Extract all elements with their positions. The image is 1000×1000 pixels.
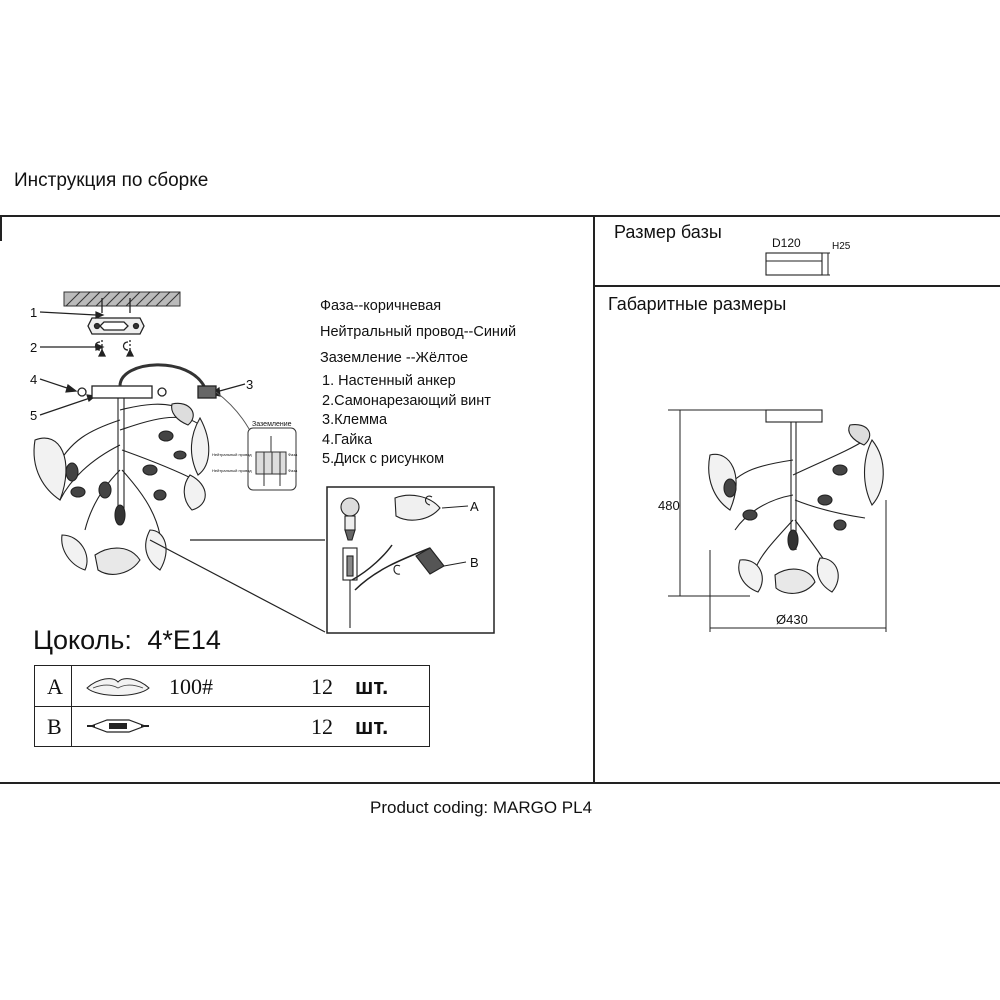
detail-guide-lines xyxy=(149,539,326,633)
table-row-a: A 100# 12 шт. xyxy=(35,666,429,707)
callout-3: 3 xyxy=(246,377,253,392)
chandelier-outline-drawing xyxy=(708,409,884,594)
detail-label-a: A xyxy=(470,499,479,514)
part-5: 5.Диск с рисунком xyxy=(322,451,445,467)
callout-lines xyxy=(39,311,246,416)
terminal-neutral-top: Нейтральный провод xyxy=(212,452,252,457)
table-letter-cell: B xyxy=(35,706,72,746)
terminal-neutral-bottom: Нейтральный провод xyxy=(212,468,252,473)
terminal-phase-bottom: Фаза xyxy=(288,468,298,473)
callout-4: 4 xyxy=(30,372,37,387)
product-coding: Product coding: MARGO PL4 xyxy=(370,798,593,817)
detail-drawing xyxy=(340,494,469,628)
socket-label: Цоколь: xyxy=(33,625,132,655)
wiring-legend: Фаза--коричневая Нейтральный провод--Син… xyxy=(320,293,516,371)
base-height: H25 xyxy=(832,241,851,252)
terminal-ground-label: Заземление xyxy=(252,421,292,428)
dim-height-label: 480 xyxy=(658,498,680,513)
frame-divider-horizontal xyxy=(593,285,1000,287)
frame-left-tick xyxy=(0,215,2,241)
frame-top-line xyxy=(0,215,1000,217)
dimensions-drawing: 480 Ø430 xyxy=(658,409,887,632)
row-a-unit: шт. xyxy=(355,674,389,699)
wiring-ground: Заземление --Жёлтое xyxy=(320,350,469,366)
row-b-letter: B xyxy=(47,714,62,739)
base-size-drawing: D120 H25 xyxy=(765,236,851,276)
row-a-code: 100# xyxy=(169,674,213,699)
row-b-qty: 12 xyxy=(311,714,333,739)
dims-title: Габаритные размеры xyxy=(608,294,787,314)
glass-shade-icon xyxy=(86,678,150,696)
wiring-phase: Фаза--коричневая xyxy=(320,298,442,314)
row-a-qty: 12 xyxy=(311,674,333,699)
socket-spec: Цоколь: 4*E14 xyxy=(33,625,221,656)
row-b-unit: шт. xyxy=(355,714,389,739)
part-2: 2.Самонарезающий винт xyxy=(322,392,491,409)
base-size-title: Размер базы xyxy=(614,222,722,242)
parts-table: A 100# 12 шт. B 12 шт. xyxy=(34,665,430,747)
dim-width-label: Ø430 xyxy=(776,612,808,627)
callout-5: 5 xyxy=(30,408,37,423)
wall-anchor-icon xyxy=(87,298,145,335)
ceiling-hatch xyxy=(63,291,181,307)
callout-2: 2 xyxy=(30,340,37,355)
page-title: Инструкция по сборке xyxy=(14,170,209,191)
table-letter-cell: A xyxy=(35,666,72,706)
frame-divider-vertical xyxy=(593,215,595,782)
part-3: 3.Клемма xyxy=(322,412,388,428)
connector-clip-icon xyxy=(87,719,149,733)
terminal-phase-top: Фаза xyxy=(288,452,298,457)
assembly-drawing: 1 2 4 5 3 Заземление Нейтральный провод … xyxy=(30,291,495,634)
frame-bottom-line xyxy=(0,782,1000,784)
callout-1: 1 xyxy=(30,305,37,320)
part-1: 1. Настенный анкер xyxy=(322,373,456,389)
parts-legend: 1. Настенный анкер 2.Самонарезающий винт… xyxy=(322,372,491,470)
detail-label-b: B xyxy=(470,555,479,570)
terminal-block-icon xyxy=(247,427,297,491)
table-row-b: B 12 шт. xyxy=(35,706,429,746)
chandelier-drawing xyxy=(33,398,210,575)
mounting-plate-icon xyxy=(77,363,256,441)
row-a-letter: A xyxy=(47,674,63,699)
wiring-neutral: Нейтральный провод--Синий xyxy=(320,324,517,340)
socket-value: 4*E14 xyxy=(147,625,221,655)
base-diameter: D120 xyxy=(772,236,801,250)
part-4: 4.Гайка xyxy=(322,431,373,448)
